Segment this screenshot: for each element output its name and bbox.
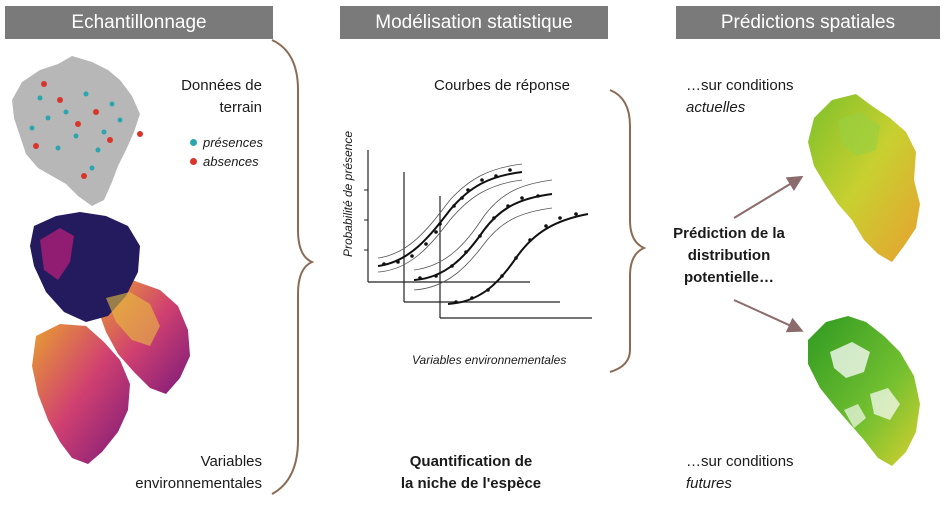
legend-absences: absences xyxy=(190,154,259,169)
header-modeling: Modélisation statistique xyxy=(340,6,608,39)
env-vars-label-line1: Variables xyxy=(200,453,262,470)
header-sampling: Echantillonnage xyxy=(5,6,273,39)
absence-dot-icon xyxy=(190,158,197,165)
field-data-label-line2: terrain xyxy=(219,99,262,116)
presence-dot-icon xyxy=(190,139,197,146)
future-conditions-line2: futures xyxy=(686,475,732,492)
potential-distribution-line3: potentielle… xyxy=(683,269,774,286)
arrow-to-current-icon xyxy=(733,175,804,219)
x-axis-label: Variables environnementales xyxy=(412,353,567,367)
arrow-to-future-icon xyxy=(733,299,804,333)
response-curves-label: Courbes de réponse xyxy=(434,77,570,94)
current-conditions-line1: …sur conditions xyxy=(686,77,794,94)
niche-label-line2: la niche de l'espèce xyxy=(400,475,542,492)
potential-distribution-line2: distribution xyxy=(687,247,771,264)
current-conditions-line2: actuelles xyxy=(686,99,746,116)
niche-label-line1: Quantification de xyxy=(409,453,533,470)
legend-absences-label: absences xyxy=(203,154,259,169)
y-axis-label: Probabilité de présence xyxy=(341,130,355,258)
legend-presences-label: présences xyxy=(203,135,263,150)
legend-presences: présences xyxy=(190,135,263,150)
potential-distribution-line1: Prédiction de la xyxy=(673,225,785,242)
field-data-label-line1: Données de xyxy=(181,77,262,94)
env-vars-label-line2: environnementales xyxy=(135,475,262,492)
header-predictions: Prédictions spatiales xyxy=(676,6,940,39)
future-conditions-line1: …sur conditions xyxy=(686,453,794,470)
